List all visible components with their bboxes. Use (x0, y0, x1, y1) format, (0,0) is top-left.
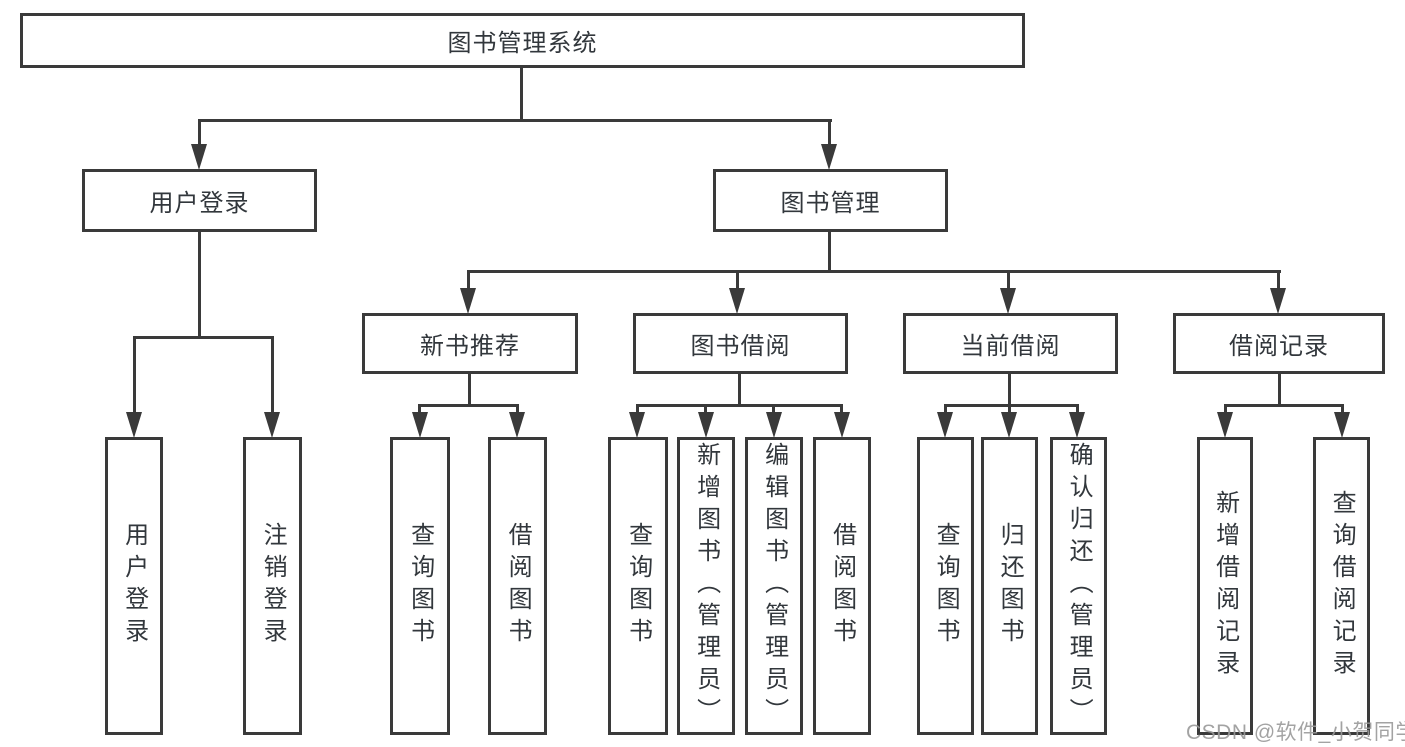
leaf-edit-book-admin: 编辑图书（管理员） (745, 437, 803, 735)
arrow-down-icon (1334, 412, 1350, 438)
arrow-down-icon (937, 412, 953, 438)
arrow-down-icon (766, 412, 782, 438)
leaf-query-books-recommend: 查询图书 (390, 437, 450, 735)
node-user-login: 用户登录 (82, 169, 317, 232)
connector-book-management-stem (828, 232, 831, 273)
leaf-add-borrow-record: 新增借阅记录 (1197, 437, 1253, 735)
leaf-logout-label: 注销登录 (259, 522, 287, 650)
leaf-query-borrow-record-label: 查询借阅记录 (1328, 490, 1356, 682)
leaf-borrow-books-borrowing-label: 借阅图书 (828, 522, 856, 650)
connector-book-management-drop-2 (736, 270, 739, 292)
arrow-down-icon (1217, 412, 1233, 438)
connector-root-split (198, 119, 832, 122)
connector-current-split (944, 404, 1079, 407)
node-borrow-records-label: 借阅记录 (1229, 333, 1329, 360)
leaf-query-borrow-record: 查询借阅记录 (1313, 437, 1370, 735)
arrow-down-icon (460, 288, 476, 314)
leaf-user-login: 用户登录 (105, 437, 163, 735)
node-user-login-label: 用户登录 (149, 190, 250, 217)
arrow-down-icon (412, 412, 428, 438)
node-new-book-recommend-label: 新书推荐 (420, 333, 520, 360)
node-book-borrowing-label: 图书借阅 (690, 333, 791, 360)
connector-user-login-drop-2 (271, 336, 274, 416)
csdn-watermark: CSDN @软件_小贺同学 (1186, 721, 1405, 744)
arrow-down-icon (126, 412, 142, 438)
connector-book-management-drop-1 (467, 270, 470, 292)
connector-borrowing-stem (738, 374, 741, 407)
arrow-down-icon (834, 412, 850, 438)
connector-root-left-drop (198, 119, 201, 149)
leaf-edit-book-admin-label: 编辑图书（管理员） (760, 442, 788, 730)
arrow-down-icon (1069, 412, 1085, 438)
arrow-down-icon (629, 412, 645, 438)
connector-new-book-stem (468, 374, 471, 407)
connector-root-stem (520, 68, 523, 121)
connector-user-login-stem (198, 232, 201, 338)
node-book-management-label: 图书管理 (780, 190, 881, 217)
connector-records-drop-1 (1224, 404, 1227, 416)
leaf-query-books-current-label: 查询图书 (932, 522, 960, 650)
connector-records-split (1224, 404, 1344, 407)
leaf-query-books-borrowing-label: 查询图书 (624, 522, 652, 650)
connector-records-drop-2 (1341, 404, 1344, 416)
connector-borrowing-drop-3 (772, 404, 775, 416)
connector-borrowing-drop-4 (840, 404, 843, 416)
connector-current-stem (1008, 374, 1011, 407)
node-current-borrowing-label: 当前借阅 (960, 333, 1061, 360)
connector-current-drop-2 (1008, 404, 1011, 416)
node-book-borrowing: 图书借阅 (633, 313, 848, 374)
leaf-query-books-borrowing: 查询图书 (608, 437, 668, 735)
arrow-down-icon (509, 412, 525, 438)
arrow-down-icon (1000, 288, 1016, 314)
arrow-down-icon (191, 144, 207, 170)
connector-borrowing-drop-2 (704, 404, 707, 416)
leaf-borrow-books-recommend-label: 借阅图书 (504, 522, 532, 650)
leaf-return-books-label: 归还图书 (996, 522, 1024, 650)
connector-current-drop-1 (944, 404, 947, 416)
arrow-down-icon (264, 412, 280, 438)
leaf-query-books-current: 查询图书 (917, 437, 974, 735)
connector-book-management-drop-3 (1007, 270, 1010, 292)
connector-records-stem (1278, 374, 1281, 407)
connector-user-login-drop-1 (133, 336, 136, 416)
connector-user-login-split (133, 336, 274, 339)
node-book-management: 图书管理 (713, 169, 948, 232)
leaf-add-book-admin-label: 新增图书（管理员） (692, 442, 720, 730)
node-borrow-records: 借阅记录 (1173, 313, 1385, 374)
node-library-management-system: 图书管理系统 (20, 13, 1025, 68)
node-new-book-recommend: 新书推荐 (362, 313, 578, 374)
arrow-down-icon (698, 412, 714, 438)
connector-book-management-split (467, 270, 1281, 273)
node-library-management-system-label: 图书管理系统 (447, 30, 598, 57)
leaf-borrow-books-borrowing: 借阅图书 (813, 437, 871, 735)
connector-current-drop-3 (1076, 404, 1079, 416)
leaf-query-books-recommend-label: 查询图书 (406, 522, 434, 650)
leaf-add-borrow-record-label: 新增借阅记录 (1211, 490, 1239, 682)
leaf-logout: 注销登录 (243, 437, 302, 735)
arrow-down-icon (729, 288, 745, 314)
connector-new-book-drop-2 (516, 404, 519, 416)
leaf-user-login-label: 用户登录 (120, 522, 148, 650)
leaf-confirm-return-admin-label: 确认归还（管理员） (1065, 442, 1093, 730)
connector-borrowing-drop-1 (636, 404, 639, 416)
leaf-confirm-return-admin: 确认归还（管理员） (1050, 437, 1107, 735)
leaf-add-book-admin: 新增图书（管理员） (677, 437, 735, 735)
connector-new-book-drop-1 (418, 404, 421, 416)
arrow-down-icon (1270, 288, 1286, 314)
connector-root-right-drop (828, 119, 831, 149)
connector-book-management-drop-4 (1277, 270, 1280, 292)
connector-borrowing-split (636, 404, 843, 407)
node-current-borrowing: 当前借阅 (903, 313, 1118, 374)
connector-new-book-split (418, 404, 519, 407)
arrow-down-icon (1001, 412, 1017, 438)
arrow-down-icon (821, 144, 837, 170)
leaf-return-books: 归还图书 (981, 437, 1038, 735)
leaf-borrow-books-recommend: 借阅图书 (488, 437, 547, 735)
